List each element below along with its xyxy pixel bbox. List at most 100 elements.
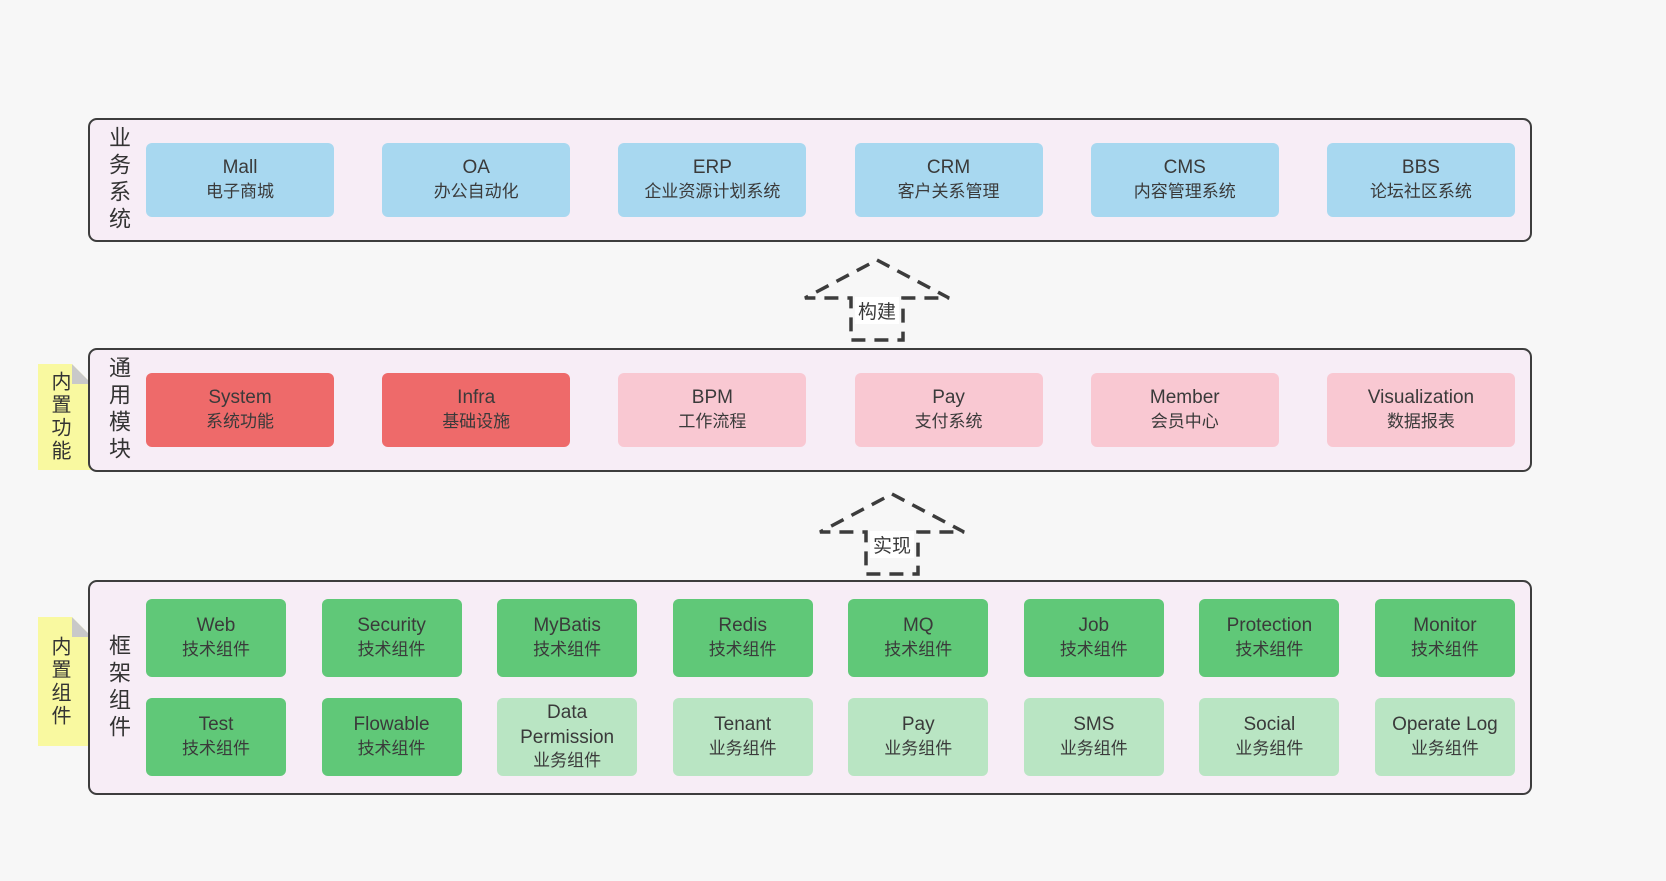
box-subtitle: 技术组件 — [182, 640, 250, 660]
box-mybatis: MyBatis 技术组件 — [497, 599, 638, 677]
box-title: Member — [1149, 387, 1220, 409]
box-subtitle: 业务组件 — [1059, 739, 1128, 759]
box-subtitle: 论坛社区系统 — [1369, 182, 1472, 202]
up-arrow-icon — [819, 492, 965, 576]
box-title: Web — [196, 615, 236, 637]
box-operate-log: Operate Log 业务组件 — [1374, 698, 1515, 776]
box-monitor: Monitor 技术组件 — [1374, 599, 1515, 677]
box-member: Member 会员中心 — [1090, 373, 1279, 447]
box-subtitle: 业务组件 — [1235, 739, 1304, 759]
implement-arrow: 实现 — [817, 491, 967, 577]
business-systems-row: Mall 电子商城 OA 办公自动化 ERP 企业资源计划系统 CRM 客户关系… — [146, 120, 1530, 240]
box-title: System — [208, 387, 272, 409]
box-subtitle: 技术组件 — [708, 640, 777, 660]
framework-components-grid: Web 技术组件 Security 技术组件 MyBatis 技术组件 Redi… — [146, 582, 1530, 793]
box-subtitle: 客户关系管理 — [897, 182, 1000, 202]
box-title: Pay — [932, 387, 965, 409]
box-bpm: BPM 工作流程 — [618, 373, 807, 447]
box-tenant: Tenant 业务组件 — [672, 698, 813, 776]
framework-components-title: 框架组件 — [90, 582, 146, 793]
box-flowable: Flowable 技术组件 — [321, 698, 462, 776]
box-test: Test 技术组件 — [146, 698, 286, 776]
box-system: System 系统功能 — [146, 373, 334, 447]
box-subtitle: 技术组件 — [357, 739, 426, 759]
box-subtitle: 基础设施 — [442, 412, 511, 432]
box-title: SMS — [1073, 714, 1115, 736]
box-title: Test — [198, 714, 234, 736]
builtin-components-note: 内置组件 — [38, 617, 92, 746]
box-title: Flowable — [353, 714, 430, 736]
box-subtitle: 技术组件 — [1235, 640, 1304, 660]
builtin-components-note-label: 内置组件 — [48, 635, 70, 728]
box-subtitle: 支付系统 — [914, 412, 983, 432]
implement-arrow-label: 实现 — [869, 531, 915, 558]
box-subtitle: 技术组件 — [357, 640, 426, 660]
common-modules-row: System 系统功能 Infra 基础设施 BPM 工作流程 Pay 支付系统… — [146, 350, 1530, 470]
box-subtitle: 业务组件 — [1410, 739, 1479, 759]
build-arrow: 构建 — [802, 257, 952, 343]
box-cms: CMS 内容管理系统 — [1090, 143, 1279, 217]
framework-components-title-text: 框架组件 — [106, 633, 131, 742]
box-title: OA — [462, 157, 490, 179]
box-mall: Mall 电子商城 — [146, 143, 334, 217]
box-subtitle: 办公自动化 — [433, 182, 519, 202]
business-systems-title: 业务系统 — [90, 120, 146, 240]
box-pay-module: Pay 支付系统 — [854, 373, 1043, 447]
box-title: BPM — [691, 387, 733, 409]
box-subtitle: 数据报表 — [1386, 412, 1455, 432]
builtin-features-note: 内置功能 — [38, 364, 92, 470]
box-data-permission: Data Permission 业务组件 — [497, 698, 638, 776]
box-social: Social 业务组件 — [1199, 698, 1340, 776]
common-modules-title-text: 通用模块 — [106, 356, 131, 464]
box-subtitle: 技术组件 — [884, 640, 953, 660]
box-oa: OA 办公自动化 — [382, 143, 571, 217]
box-title: Social — [1243, 714, 1296, 736]
box-title: Operate Log — [1392, 714, 1498, 736]
box-title: BBS — [1401, 157, 1440, 179]
box-title: Protection — [1226, 615, 1313, 637]
box-subtitle: 工作流程 — [678, 412, 747, 432]
builtin-features-note-label: 内置功能 — [48, 371, 70, 463]
box-title: Pay — [901, 714, 935, 736]
box-title: MQ — [902, 615, 934, 637]
box-title: CMS — [1163, 157, 1206, 179]
common-modules-title: 通用模块 — [90, 350, 146, 470]
box-crm: CRM 客户关系管理 — [854, 143, 1043, 217]
build-arrow-label: 构建 — [854, 297, 900, 324]
box-title: Mall — [222, 157, 258, 179]
box-subtitle: 业务组件 — [708, 739, 777, 759]
box-bbs: BBS 论坛社区系统 — [1326, 143, 1515, 217]
box-job: Job 技术组件 — [1023, 599, 1164, 677]
box-subtitle: 技术组件 — [1059, 640, 1128, 660]
box-subtitle: 技术组件 — [1410, 640, 1479, 660]
box-web: Web 技术组件 — [146, 599, 286, 677]
box-subtitle: 会员中心 — [1150, 412, 1219, 432]
box-subtitle: 技术组件 — [182, 739, 250, 759]
box-title: CRM — [926, 157, 971, 179]
box-title: Security — [357, 615, 426, 637]
box-title: Redis — [718, 615, 767, 637]
box-title: Data Permission — [520, 702, 615, 748]
box-subtitle: 业务组件 — [533, 751, 602, 771]
box-title: MyBatis — [533, 615, 601, 637]
box-subtitle: 系统功能 — [206, 412, 274, 432]
box-visualization: Visualization 数据报表 — [1326, 373, 1515, 447]
box-title: ERP — [692, 157, 732, 179]
up-arrow-icon — [804, 258, 950, 342]
box-infra: Infra 基础设施 — [382, 373, 571, 447]
box-pay-component: Pay 业务组件 — [848, 698, 989, 776]
box-subtitle: 电子商城 — [206, 182, 274, 202]
box-sms: SMS 业务组件 — [1023, 698, 1164, 776]
biz-components-row: Test 技术组件 Flowable 技术组件 Data Permission … — [146, 698, 1515, 776]
box-erp: ERP 企业资源计划系统 — [618, 143, 807, 217]
box-mq: MQ 技术组件 — [848, 599, 989, 677]
box-subtitle: 企业资源计划系统 — [644, 182, 781, 202]
tech-components-row: Web 技术组件 Security 技术组件 MyBatis 技术组件 Redi… — [146, 599, 1515, 677]
box-title: Visualization — [1367, 387, 1475, 409]
box-title: Tenant — [714, 714, 772, 736]
business-systems-title-text: 业务系统 — [106, 126, 131, 234]
framework-components-panel: 框架组件 Web 技术组件 Security 技术组件 MyBatis 技术组件… — [88, 580, 1532, 795]
box-title: Monitor — [1413, 615, 1477, 637]
box-security: Security 技术组件 — [321, 599, 462, 677]
